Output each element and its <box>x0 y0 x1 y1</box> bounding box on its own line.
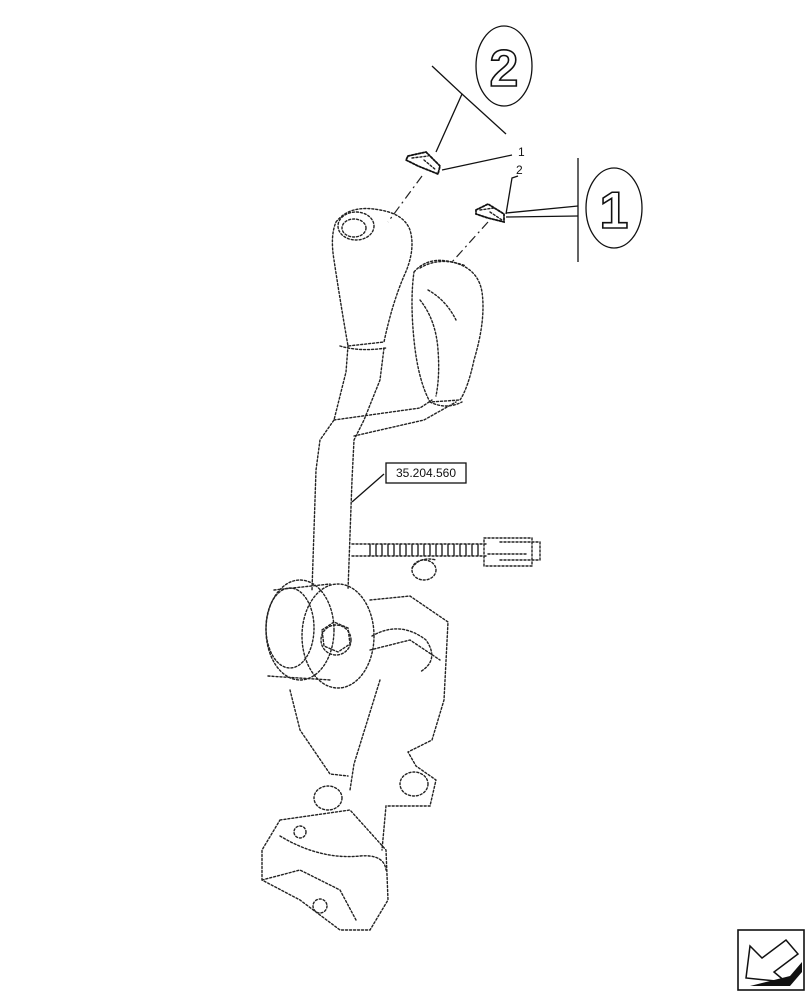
variant-badge-1-number: 1 <box>600 182 629 240</box>
right-lever-knob <box>411 259 484 407</box>
callout-leader-1 <box>441 154 513 171</box>
lever-shafts <box>311 345 457 591</box>
assembly-axis-2 <box>451 221 489 263</box>
callout-leader-2 <box>505 175 519 215</box>
variant-badge-2: 2 <box>475 25 533 107</box>
arrow-down-left-icon[interactable] <box>737 929 805 991</box>
left-lever-knob <box>331 207 413 351</box>
callout-number-1: 1 <box>518 145 525 159</box>
threaded-rod <box>351 537 541 567</box>
base-block <box>261 809 389 931</box>
assembly-axis-1 <box>387 175 423 223</box>
reference-label-box[interactable] <box>385 462 467 484</box>
variant-badge-1: 1 <box>585 167 643 249</box>
pivot-hub <box>265 558 437 689</box>
variant-1-bracket <box>505 158 579 262</box>
mounting-bracket <box>289 595 449 851</box>
variant-2-bracket <box>431 65 507 153</box>
reference-label-text: 35.204.560 <box>396 466 456 480</box>
cap-part-2 <box>475 202 505 224</box>
callout-number-2: 2 <box>516 163 523 177</box>
cap-part-1 <box>404 151 441 176</box>
variant-badge-2-number: 2 <box>490 40 519 98</box>
reference-label[interactable]: 35.204.560 <box>351 462 467 503</box>
